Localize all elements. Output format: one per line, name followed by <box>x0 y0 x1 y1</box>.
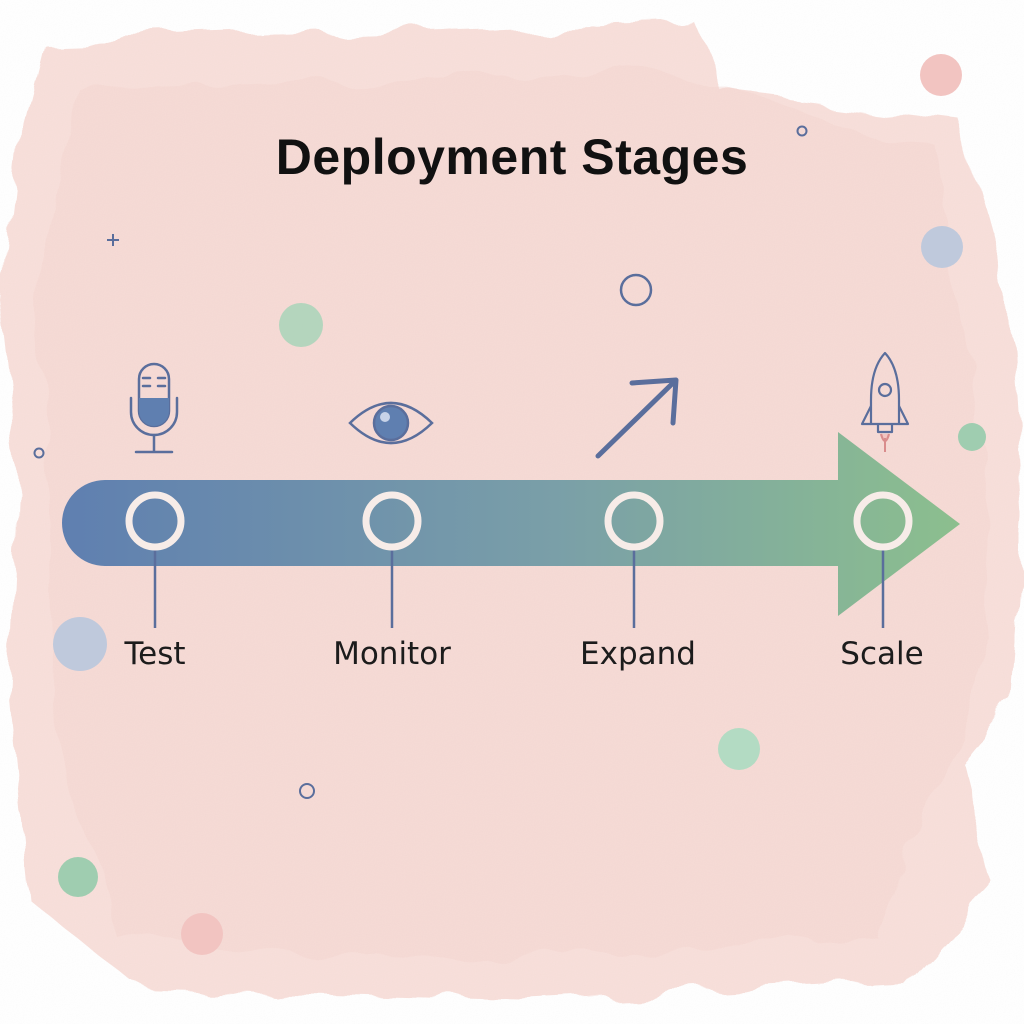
decor-ring-small <box>796 125 808 137</box>
eye-icon <box>348 401 434 445</box>
stage-node-monitor <box>362 491 422 551</box>
stage-connectors <box>153 548 885 628</box>
stage-label-monitor: Monitor <box>333 636 451 672</box>
stage-label-test: Test <box>124 636 186 672</box>
diagram-title: Deployment Stages <box>275 129 749 185</box>
decor-dot-green <box>718 728 760 770</box>
decor-ring-small <box>299 783 315 799</box>
arrow-up-right-icon <box>595 377 679 459</box>
decor-plus-icon <box>107 234 119 246</box>
decor-dot-green <box>279 303 323 347</box>
stage-node-scale <box>853 491 913 551</box>
decor-dot-pink <box>181 913 223 955</box>
decor-ring-medium <box>619 273 653 307</box>
stage-node-test <box>125 491 185 551</box>
microphone-icon <box>129 362 179 454</box>
decorative-dots <box>33 54 986 955</box>
decor-dot-green <box>58 857 98 897</box>
stage-label-scale: Scale <box>840 636 924 672</box>
decor-ring-small <box>33 447 45 459</box>
timeline-arrow <box>62 432 960 616</box>
decor-dot-green-small <box>958 423 986 451</box>
decor-dot-pink <box>920 54 962 96</box>
rocket-icon <box>860 351 910 452</box>
decor-dot-blue-large <box>53 617 107 671</box>
stage-node-expand <box>604 491 664 551</box>
stage-nodes <box>125 491 913 551</box>
stage-label-expand: Expand <box>580 636 696 672</box>
decor-dot-blue <box>921 226 963 268</box>
